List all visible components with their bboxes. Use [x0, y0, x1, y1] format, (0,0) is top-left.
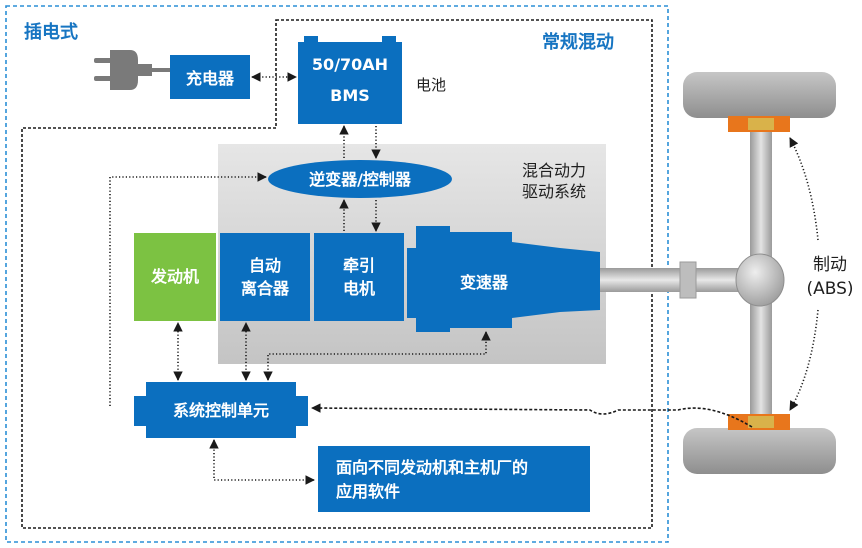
- brake-rear-link: [789, 309, 819, 411]
- gearbox-label: 变速器: [460, 273, 509, 292]
- software-label-line1: 面向不同发动机和主机厂的: [336, 458, 528, 477]
- hybrid-drive-label-line2: 驱动系统: [522, 182, 586, 201]
- clutch-label-line2: 离合器: [241, 279, 290, 298]
- rear-wheel: [683, 428, 836, 474]
- motor-label-line2: 电机: [343, 279, 375, 298]
- battery-label: 电池: [416, 76, 446, 94]
- battery-capacity: 50/70AH: [312, 55, 388, 74]
- front-wheel: [683, 72, 836, 118]
- scu-box: [134, 382, 308, 438]
- scu-inverter-link: [109, 172, 267, 406]
- gearbox-shape: [407, 226, 600, 332]
- scu-label: 系统控制单元: [173, 401, 269, 420]
- brake-label-line1: 制动: [813, 255, 847, 275]
- drive-shaft: [600, 268, 740, 292]
- brake-scu-link: [311, 403, 753, 428]
- front-brake-caliper: [748, 118, 774, 130]
- software-box: [318, 446, 590, 512]
- clutch-box: [220, 233, 310, 321]
- conventional-region-frame: [21, 19, 653, 529]
- plugin-region-label: 插电式: [24, 21, 78, 43]
- engine-box: [134, 233, 216, 321]
- scu-gearbox-link: [263, 331, 491, 381]
- software-scu-link: [209, 439, 315, 485]
- plugin-region-frame: [5, 5, 669, 543]
- drive-shaft-joint: [679, 261, 697, 299]
- plug-icon: [94, 50, 172, 90]
- conventional-region-label: 常规混动: [542, 31, 614, 53]
- inverter-label: 逆变器/控制器: [309, 170, 412, 189]
- charger-box: [170, 55, 250, 99]
- motor-label-line1: 牵引: [343, 256, 375, 275]
- clutch-label-line1: 自动: [249, 256, 281, 275]
- engine-label: 发动机: [150, 267, 199, 286]
- rear-brake-caliper: [748, 416, 774, 428]
- brake-front-link: [789, 137, 819, 241]
- software-label-line2: 应用软件: [336, 482, 400, 501]
- battery-bms: BMS: [330, 86, 370, 105]
- inverter-ellipse: [268, 160, 452, 198]
- differential: [735, 253, 785, 307]
- charger-label: 充电器: [186, 69, 235, 88]
- brake-label-line2: (ABS): [806, 279, 853, 299]
- hybrid-drive-label-line1: 混合动力: [522, 161, 586, 180]
- motor-box: [314, 233, 404, 321]
- connectors: [109, 72, 819, 485]
- battery-box: [298, 36, 402, 124]
